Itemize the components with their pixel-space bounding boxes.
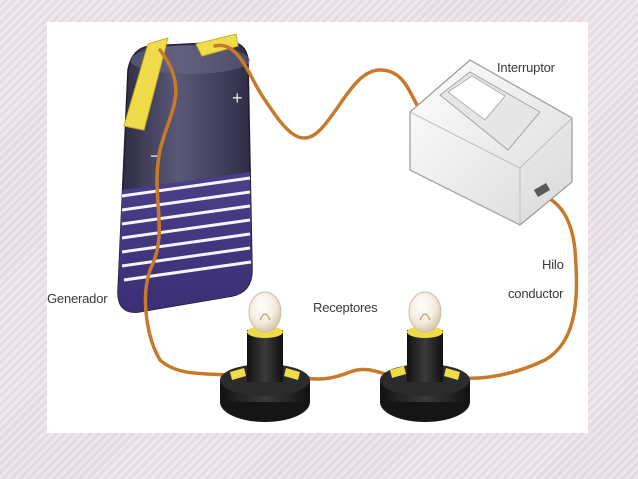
bulb-2 [380,291,470,422]
battery: + − [117,41,253,313]
label-switch: Interruptor [497,60,555,75]
label-generator: Generador [47,291,108,306]
label-receivers: Receptores [313,300,378,315]
switch-rocker [447,75,506,121]
label-wire-line2: conductor [508,286,564,301]
switch [409,59,573,226]
minus-sign: − [150,146,161,166]
plus-sign: + [232,88,243,108]
bulb-1 [220,291,310,422]
battery-stripes [121,176,252,282]
wires [143,43,579,381]
label-wire-line1: Hilo [542,257,564,272]
